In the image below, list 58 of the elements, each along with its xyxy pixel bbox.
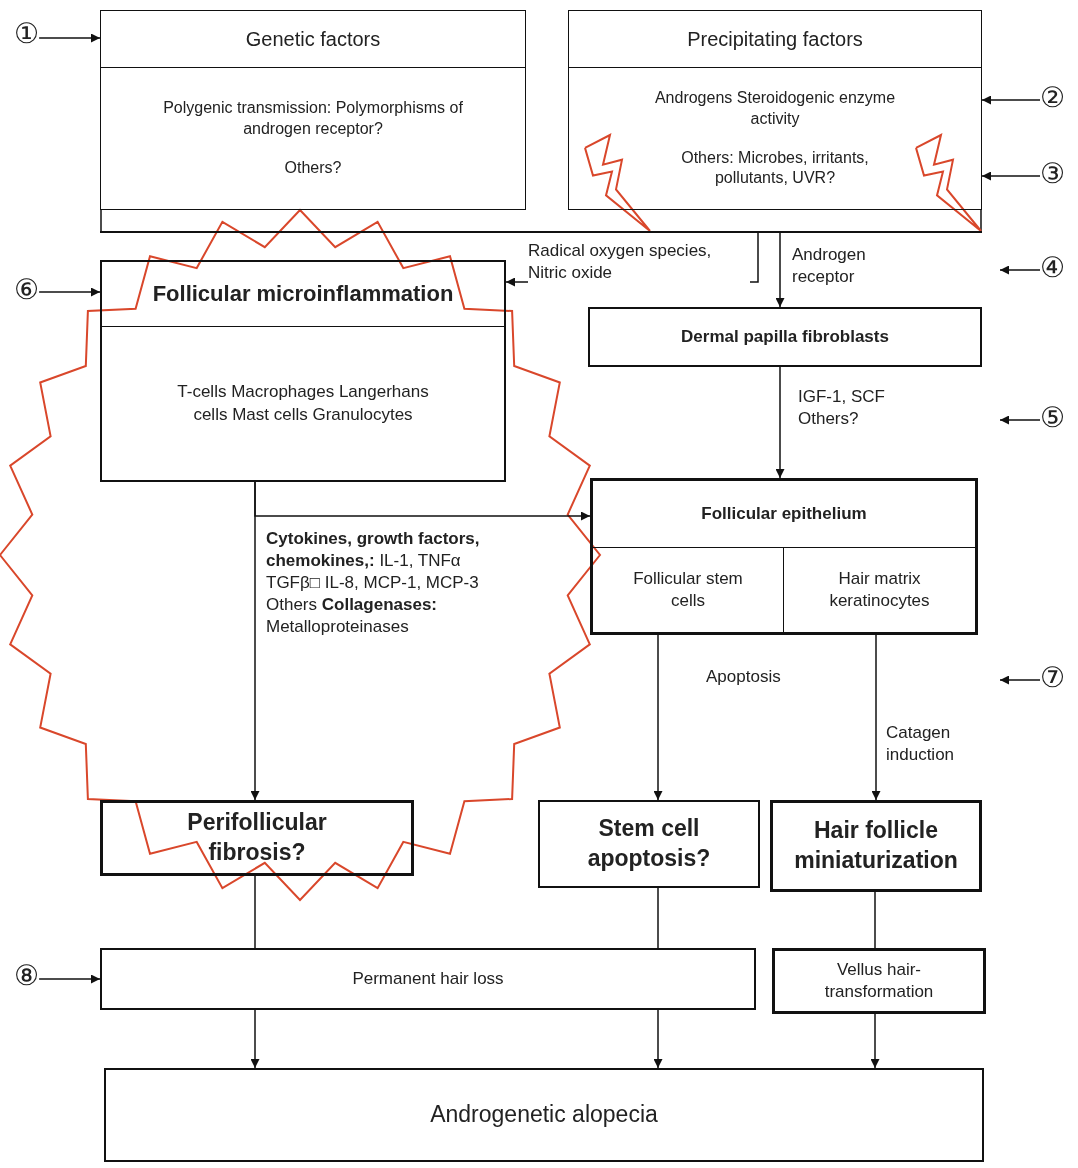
arrow (653, 1009, 663, 1069)
process-box (588, 307, 982, 367)
box-heading: Follicular microinflammation (152, 281, 454, 307)
box-heading: Follicular stem cells (633, 567, 743, 612)
arrow (775, 232, 785, 308)
connector-line (657, 887, 659, 949)
arrow (999, 265, 1041, 275)
connector-line (254, 875, 256, 949)
arrow (38, 33, 101, 43)
callout-number: ⑦ (1040, 664, 1066, 692)
arrow (250, 481, 260, 801)
process-box (590, 478, 978, 635)
lightning-bolt-line (584, 133, 651, 232)
box-heading: Precipitating factors (687, 27, 863, 51)
box-heading: Androgenetic alopecia (430, 1100, 658, 1130)
box-text: Androgens Steroidogenic enzyme activity (653, 87, 897, 129)
callout-number: ⑤ (1040, 404, 1066, 432)
process-box (772, 948, 986, 1014)
box-heading: Follicular epithelium (701, 504, 867, 524)
arrow (38, 974, 101, 984)
box-heading: Permanent hair loss (352, 967, 504, 990)
arrow (250, 1009, 260, 1069)
box-heading: Stem cell apoptosis? (586, 814, 712, 873)
callout-number: ④ (1040, 254, 1066, 282)
arrow (870, 1013, 880, 1069)
connector-line (100, 209, 102, 232)
process-box (770, 800, 982, 892)
arrow (999, 675, 1041, 685)
process-box (568, 10, 982, 210)
box-heading: Hair follicle miniaturization (793, 816, 959, 875)
box-heading: Genetic factors (245, 27, 381, 51)
box-heading: Perifollicular fibrosis? (186, 808, 328, 867)
box-text: Polygenic transmission: Polymorphisms of androgen receptor? (162, 98, 464, 140)
box-heading: Vellus hair-transformation (823, 958, 935, 1003)
arrow (775, 366, 785, 479)
callout-number: ① (14, 20, 40, 48)
process-box (100, 948, 756, 1010)
process-box (538, 800, 760, 888)
box-text: T-cells Macrophages Langerhans cells Mast cells Granulocytes (176, 381, 430, 426)
process-box (100, 10, 526, 210)
callout-number: ⑧ (14, 962, 40, 990)
callout-number: ② (1040, 84, 1066, 112)
process-box (104, 1068, 984, 1162)
process-box (100, 260, 506, 482)
callout-number: ③ (1040, 160, 1066, 188)
lightning-bolt-line (915, 133, 982, 232)
connector-line (980, 209, 982, 232)
arrow (981, 95, 1041, 105)
box-text: Others? (284, 157, 342, 178)
arrow (981, 171, 1041, 181)
box-text: Others: Microbes, irritants, pollutants, UVR? (680, 147, 870, 189)
box-heading: Hair matrix keratinocytes (828, 567, 931, 612)
box-heading: Dermal papilla fibroblasts (681, 325, 889, 348)
process-box (100, 800, 414, 876)
connector-line (874, 891, 876, 949)
arrow (38, 287, 101, 297)
callout-number: ⑥ (14, 276, 40, 304)
arrow (999, 415, 1041, 425)
